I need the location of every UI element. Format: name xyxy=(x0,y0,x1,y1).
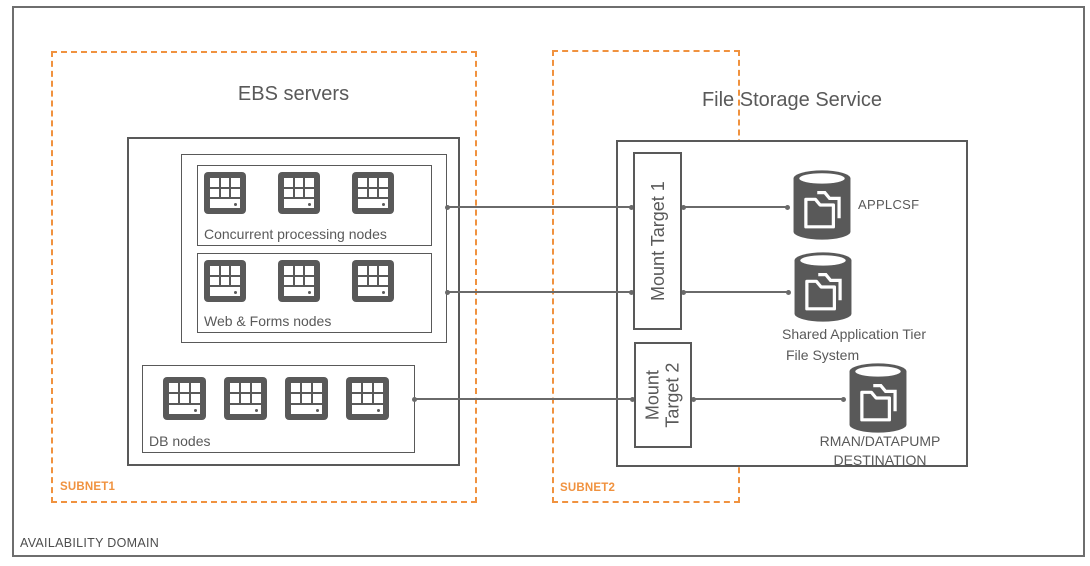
mount-target-1-box: Mount Target 1 xyxy=(633,152,682,330)
rman-label-line1: RMAN/DATAPUMP xyxy=(819,433,941,449)
shared-fs-label-line1: Shared Application Tier xyxy=(782,326,926,342)
mount-target-2-box: Mount Target 2 xyxy=(634,342,692,448)
mount-target-2-line2: Target 2 xyxy=(663,362,684,428)
connector-concurrent-to-mt1 xyxy=(445,204,634,209)
connector-mt2-to-rman xyxy=(691,396,846,401)
rman-storage-icon xyxy=(849,363,907,433)
server-node-icon xyxy=(352,172,394,214)
server-node-icon xyxy=(346,377,389,420)
subnet2-label: SUBNET2 xyxy=(560,482,616,494)
rman-label-line2: DESTINATION xyxy=(833,452,927,468)
shared-fs-storage-icon xyxy=(794,252,852,322)
shared-fs-label-line2: File System xyxy=(786,347,860,363)
db-nodes-label: DB nodes xyxy=(149,433,211,449)
web-forms-nodes-label: Web & Forms nodes xyxy=(204,313,332,329)
server-node-icon xyxy=(278,172,320,214)
mount-target-1-label: Mount Target 1 xyxy=(647,181,668,301)
server-node-icon xyxy=(163,377,206,420)
mount-target-2-line1: Mount xyxy=(642,369,663,421)
server-node-icon xyxy=(224,377,267,420)
concurrent-nodes-icon-row xyxy=(204,172,394,214)
server-node-icon xyxy=(204,172,246,214)
db-nodes-icon-row xyxy=(163,377,389,420)
server-node-icon xyxy=(352,260,394,302)
server-node-icon xyxy=(278,260,320,302)
connector-mt1-to-shared-fs xyxy=(681,289,791,294)
server-node-icon xyxy=(204,260,246,302)
connector-webforms-to-mt1 xyxy=(445,289,634,294)
concurrent-processing-nodes-label: Concurrent processing nodes xyxy=(204,226,387,242)
server-node-icon xyxy=(285,377,328,420)
mount-target-2-label: Mount Target 2 xyxy=(643,362,683,427)
applcsf-label: APPLCSF xyxy=(858,197,920,212)
availability-domain-label: AVAILABILITY DOMAIN xyxy=(20,536,160,550)
web-forms-nodes-icon-row xyxy=(204,260,394,302)
connector-db-to-mt2 xyxy=(412,396,635,401)
applcsf-storage-icon xyxy=(793,170,851,240)
subnet1-box xyxy=(51,51,477,503)
ebs-servers-title: EBS servers xyxy=(237,83,350,105)
file-storage-service-title: File Storage Service xyxy=(701,89,883,111)
shared-fs-label: Shared Application Tier File System xyxy=(782,324,926,366)
subnet1-label: SUBNET1 xyxy=(60,481,116,493)
rman-label: RMAN/DATAPUMP DESTINATION xyxy=(810,432,950,470)
connector-mt1-to-applcsf xyxy=(681,204,790,209)
